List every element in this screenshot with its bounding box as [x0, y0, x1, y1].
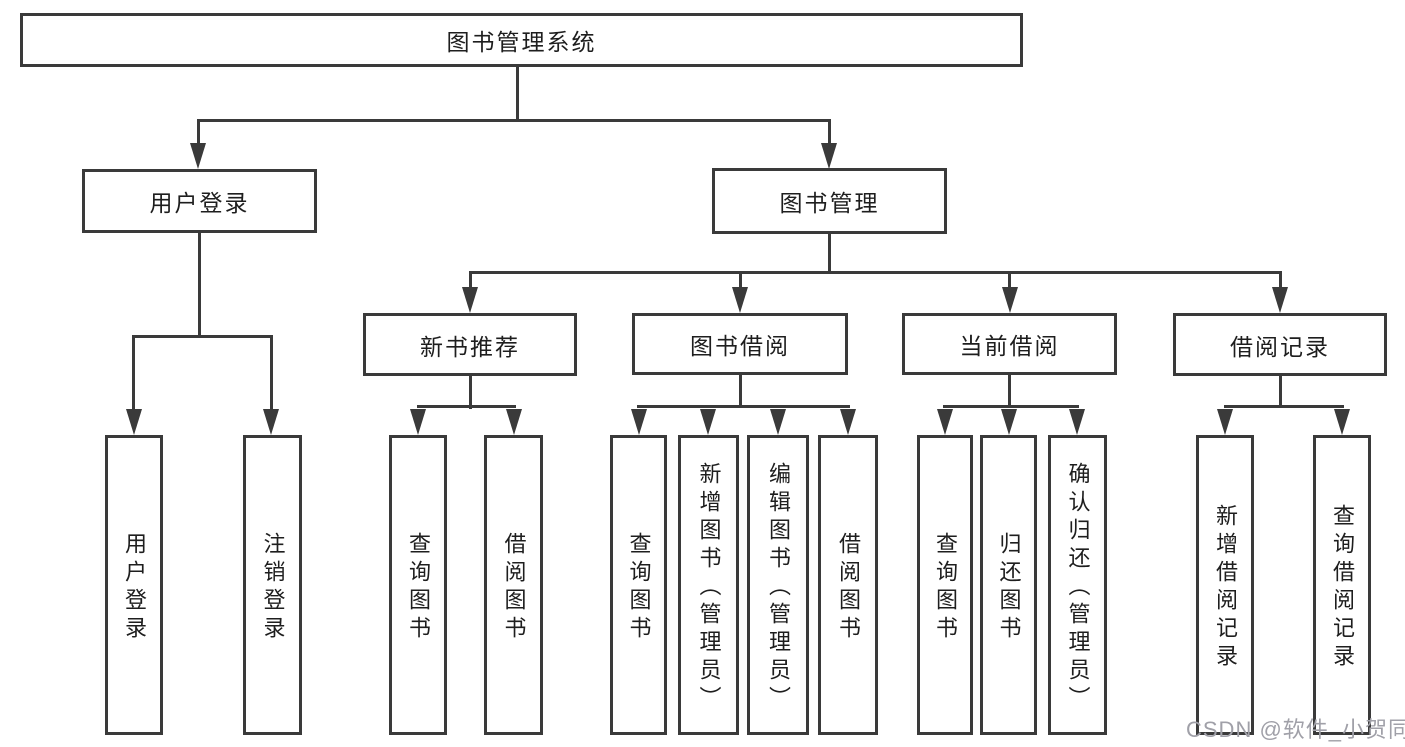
connector-stub: [469, 376, 472, 409]
connector-drop: [739, 271, 742, 291]
connector-stub: [1008, 375, 1011, 408]
node-user-login-branch: 用户登录: [82, 169, 317, 233]
leaf-add-borrow-record: 新增借阅记录: [1196, 435, 1254, 735]
arrowhead: [1217, 409, 1233, 435]
leaf-edit-books-admin: 编辑图书（管理员）: [747, 435, 809, 735]
connector-book-mgmt-drop: [828, 119, 831, 146]
connector-drop: [1008, 271, 1011, 291]
connector-user-login-stub: [198, 233, 201, 337]
arrowhead: [1334, 409, 1350, 435]
leaf-add-books-admin: 新增图书（管理员）: [678, 435, 739, 735]
arrowhead: [1001, 409, 1017, 435]
connector-drop: [132, 335, 135, 412]
leaf-label: 归还图书: [996, 532, 1022, 644]
node-label: 借阅记录: [1230, 333, 1330, 360]
connector-bar: [943, 405, 1079, 408]
leaf-query-borrow-record: 查询借阅记录: [1313, 435, 1371, 735]
csdn-watermark: CSDN @软件_小贺同学: [1186, 717, 1405, 742]
node-borrowing-records: 借阅记录: [1173, 313, 1387, 376]
arrowhead: [410, 409, 426, 435]
leaf-label: 确认归还（管理员）: [1065, 462, 1091, 714]
arrowhead: [631, 409, 647, 435]
connector-stub: [739, 375, 742, 408]
arrowhead: [126, 409, 142, 435]
arrowhead: [1002, 287, 1018, 313]
arrowhead: [1069, 409, 1085, 435]
arrowhead: [937, 409, 953, 435]
node-label: 新书推荐: [420, 333, 520, 360]
arrowhead: [263, 409, 279, 435]
leaf-return-books: 归还图书: [980, 435, 1037, 735]
connector-drop: [469, 271, 472, 291]
leaf-label: 查询图书: [933, 532, 958, 644]
arrowhead: [506, 409, 522, 435]
connector-user-login-bar: [133, 335, 273, 338]
connector-bar: [637, 405, 850, 408]
leaf-query-books-current: 查询图书: [917, 435, 973, 735]
node-label: 用户登录: [149, 190, 250, 216]
leaf-borrow-books: 借阅图书: [818, 435, 878, 735]
leaf-label: 借阅图书: [836, 532, 861, 644]
leaf-label: 注销登录: [260, 532, 286, 644]
connector-bar: [1224, 405, 1344, 408]
connector-bar: [417, 405, 516, 408]
node-new-book-recommend: 新书推荐: [363, 313, 577, 376]
node-label: 当前借阅: [959, 333, 1060, 359]
connector-root-stub: [516, 67, 519, 121]
arrowhead: [700, 409, 716, 435]
node-label: 图书借阅: [690, 333, 790, 359]
connector-stub: [1279, 376, 1282, 408]
node-library-management-system: 图书管理系统: [20, 13, 1023, 67]
leaf-label: 查询图书: [626, 532, 652, 644]
leaf-label: 编辑图书（管理员）: [766, 462, 791, 714]
node-label: 图书管理: [779, 190, 880, 216]
leaf-borrow-books-recommend: 借阅图书: [484, 435, 543, 735]
leaf-label: 借阅图书: [501, 532, 527, 644]
arrowhead: [462, 287, 478, 313]
node-current-borrowing: 当前借阅: [902, 313, 1117, 375]
leaf-user-login: 用户登录: [105, 435, 163, 735]
node-book-borrowing: 图书借阅: [632, 313, 848, 375]
connector-drop: [270, 335, 273, 412]
node-label: 图书管理系统: [446, 29, 597, 55]
connector-level3-bar: [469, 271, 1282, 274]
node-book-management-branch: 图书管理: [712, 168, 947, 234]
leaf-logout: 注销登录: [243, 435, 302, 735]
connector-drop: [1279, 271, 1282, 291]
leaf-label: 查询图书: [406, 532, 431, 644]
arrowhead-to-user-login: [190, 143, 206, 169]
connector-level2-bar: [197, 119, 831, 122]
leaf-label: 新增借阅记录: [1213, 504, 1238, 672]
arrowhead: [1272, 287, 1288, 313]
arrowhead: [732, 287, 748, 313]
arrowhead: [770, 409, 786, 435]
arrowhead-to-book-mgmt: [821, 143, 837, 169]
connector-user-login-drop: [197, 119, 200, 146]
leaf-label: 新增图书（管理员）: [696, 462, 722, 714]
leaf-query-books-recommend: 查询图书: [389, 435, 447, 735]
arrowhead: [840, 409, 856, 435]
leaf-confirm-return-admin: 确认归还（管理员）: [1048, 435, 1107, 735]
leaf-query-books-borrowing: 查询图书: [610, 435, 667, 735]
leaf-label: 用户登录: [122, 532, 147, 644]
connector-book-mgmt-stub: [828, 234, 831, 273]
leaf-label: 查询借阅记录: [1330, 504, 1355, 672]
